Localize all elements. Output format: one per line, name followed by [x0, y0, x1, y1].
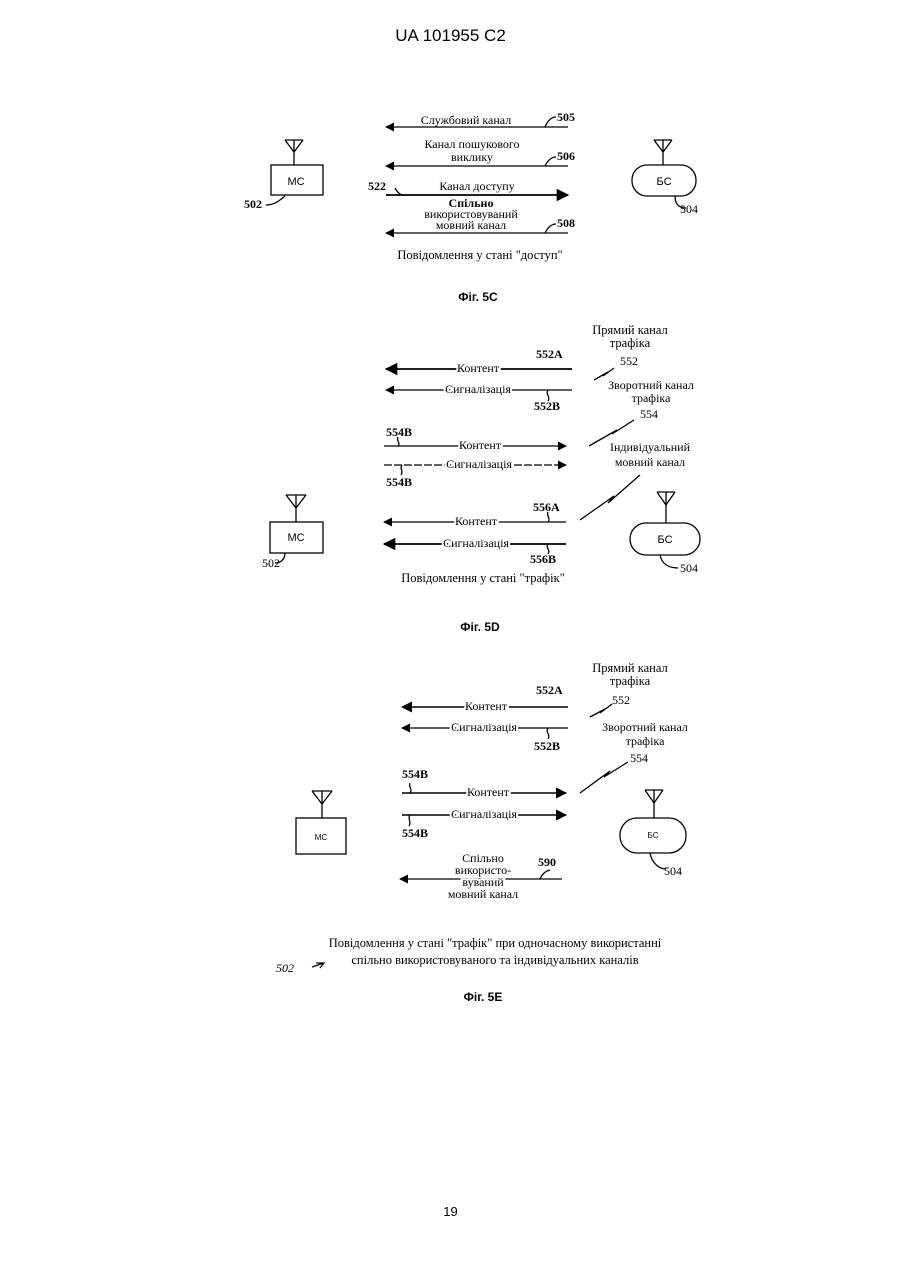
ref-505: 505 [557, 110, 575, 124]
signaling-label-2: Сигналізація [451, 807, 517, 821]
figure-5e-labels: МС БС 504 Прямий канал трафіка 552 Зворо… [276, 661, 688, 1004]
pointer-ind [580, 475, 640, 520]
forward-channel-label-1: Прямий канал [592, 323, 667, 337]
ref-590: 590 [538, 855, 556, 869]
ref-552b: 552B [534, 399, 560, 413]
paging-label-2: виклику [451, 150, 493, 164]
ref-552a: 552A [536, 683, 563, 697]
mobile-label: МС [287, 176, 304, 188]
page-number: 19 [0, 1204, 901, 1219]
ref-506: 506 [557, 149, 575, 163]
reverse-channel-label-2: трафіка [626, 734, 665, 748]
forward-channel-label-2: трафіка [610, 336, 651, 350]
base-antenna-icon [654, 140, 672, 165]
signaling-label-1: Сигналізація [451, 720, 517, 734]
forward-channel-label-1: Прямий канал [592, 661, 667, 675]
ref-502: 502 [262, 556, 280, 570]
ref-522: 522 [368, 179, 386, 193]
ref-552a: 552A [536, 347, 563, 361]
handwritten-pointer [312, 963, 324, 968]
ref-508: 508 [557, 216, 575, 230]
figure-caption: Фіг. 5E [464, 990, 503, 1004]
mobile-label: МС [287, 532, 304, 544]
mobile-antenna-icon [285, 140, 303, 165]
content-label-1: Контент [465, 699, 508, 713]
individual-channel-label-2: мовний канал [615, 455, 685, 469]
state-message-1: Повідомлення у стані "трафік" при одноча… [329, 936, 662, 950]
ref-504: 504 [680, 202, 698, 216]
reverse-channel-label-1: Зворотний канал [608, 378, 694, 392]
reverse-channel-label-2: трафіка [632, 391, 671, 405]
ref-504: 504 [664, 864, 682, 878]
ref-554: 554 [630, 751, 648, 765]
individual-channel-label-1: Індивідуальний [610, 440, 691, 454]
ref-554b-bot: 554B [386, 475, 412, 489]
ref-554b-top: 554B [402, 767, 428, 781]
figure-caption: Фіг. 5D [460, 620, 500, 634]
signaling-label-1: Сигналізація [445, 382, 511, 396]
mobile-label: МС [315, 833, 328, 842]
ref-504: 504 [680, 561, 698, 575]
ref-552b: 552B [534, 739, 560, 753]
mobile-antenna-icon [312, 791, 332, 818]
pointer-554 [580, 762, 628, 793]
ref-502: 502 [244, 197, 262, 211]
state-message-2: спільно використовуваного та індивідуаль… [351, 953, 638, 967]
reverse-channel-label-1: Зворотний канал [602, 720, 688, 734]
handwritten-ref-502: 502 [276, 961, 294, 975]
base-label: БС [656, 176, 671, 188]
paging-label-1: Канал пошукового [424, 137, 519, 151]
base-label: БС [657, 534, 672, 546]
figure-5c-labels: МС БС 502 504 Службовий канал 505 Канал … [244, 110, 698, 304]
ref-556b: 556B [530, 552, 556, 566]
access-channel-label: Канал доступу [439, 179, 514, 193]
shared-label-4: мовний канал [448, 887, 518, 901]
figure-caption: Фіг. 5С [458, 290, 498, 304]
content-label-3: Контент [455, 514, 498, 528]
ref-554b-top: 554B [386, 425, 412, 439]
ref-552: 552 [620, 354, 638, 368]
ref-554: 554 [640, 407, 658, 421]
base-antenna-icon [657, 492, 675, 523]
mobile-antenna-icon [286, 495, 306, 522]
ref-556a: 556A [533, 500, 560, 514]
ref-554b-bot: 554B [402, 826, 428, 840]
content-label-1: Контент [457, 361, 500, 375]
signaling-label-3: Сигналізація [443, 536, 509, 550]
base-antenna-icon [645, 790, 663, 818]
service-channel-label: Службовий канал [421, 113, 511, 127]
state-message: Повідомлення у стані "доступ" [397, 248, 562, 262]
ref-552: 552 [612, 693, 630, 707]
state-message: Повідомлення у стані "трафік" [401, 571, 565, 585]
pointer-552 [590, 704, 612, 717]
content-label-2: Контент [467, 785, 510, 799]
base-label: БС [648, 831, 659, 840]
signaling-label-2: Сигналізація [446, 457, 512, 471]
content-label-2: Контент [459, 438, 502, 452]
figure-5d-labels: МС БС 502 504 Прямий канал трафіка 552 З… [262, 323, 698, 634]
shared-label-3: мовний канал [436, 218, 506, 232]
forward-channel-label-2: трафіка [610, 674, 651, 688]
